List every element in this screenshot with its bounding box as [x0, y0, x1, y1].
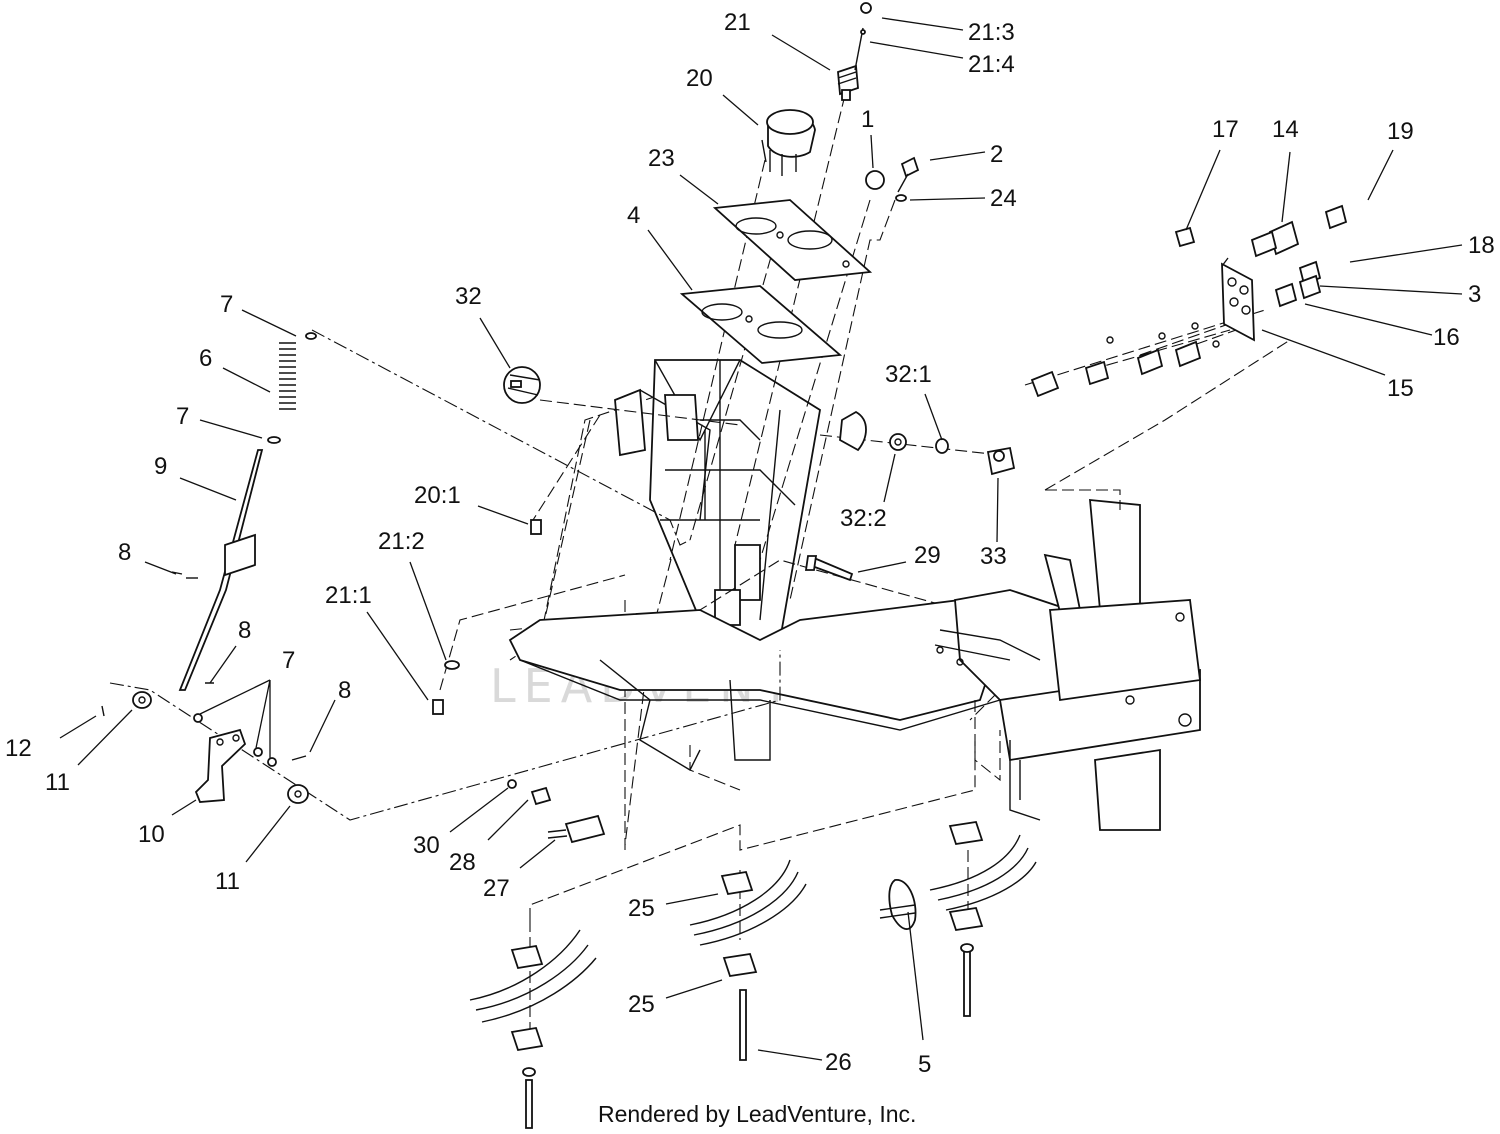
leader-lines: [59, 17, 1463, 1061]
callout-25-top: 25: [628, 895, 655, 922]
callout-21-1: 21:1: [325, 582, 372, 609]
callout-19: 19: [1387, 118, 1414, 145]
callout-11-bottom: 11: [215, 868, 240, 895]
callout-6: 6: [199, 345, 212, 372]
callout-12: 12: [5, 735, 32, 762]
callout-10: 10: [138, 821, 165, 848]
callout-4: 4: [627, 202, 640, 229]
callout-27: 27: [483, 875, 510, 902]
callout-3: 3: [1468, 281, 1481, 308]
callout-30: 30: [413, 832, 440, 859]
callout-8-right: 8: [338, 677, 351, 704]
callout-5: 5: [918, 1051, 931, 1078]
callout-labels: 21 21:3 21:4 20 1 2 23 24 4 32 7 6 7 9 8…: [5, 9, 1495, 1078]
callout-7-mid: 7: [176, 403, 189, 430]
callout-7-bottom: 7: [282, 647, 295, 674]
callout-21-4: 21:4: [968, 51, 1015, 78]
callout-32-2: 32:2: [840, 505, 887, 532]
callout-23: 23: [648, 145, 675, 172]
callout-24: 24: [990, 185, 1017, 212]
callout-28: 28: [449, 849, 476, 876]
callout-20: 20: [686, 65, 713, 92]
callout-32-1: 32:1: [885, 361, 932, 388]
callout-8-mid: 8: [238, 617, 251, 644]
parts: [101, 2, 1348, 1129]
console-frame: [508, 339, 1291, 850]
callout-21-2: 21:2: [378, 528, 425, 555]
callout-16: 16: [1433, 324, 1460, 351]
callout-1: 1: [861, 106, 874, 133]
callout-26: 26: [825, 1049, 852, 1076]
callout-25-bottom: 25: [628, 991, 655, 1018]
callout-14: 14: [1272, 116, 1299, 143]
callout-32: 32: [455, 283, 482, 310]
callout-9: 9: [154, 453, 167, 480]
callout-7-top: 7: [220, 291, 233, 318]
callout-8-left: 8: [118, 539, 131, 566]
callout-33: 33: [980, 543, 1007, 570]
callout-21: 21: [724, 9, 751, 36]
callout-15: 15: [1387, 375, 1414, 402]
callout-18: 18: [1468, 232, 1495, 259]
callout-2: 2: [990, 141, 1003, 168]
callout-17: 17: [1212, 116, 1239, 143]
callout-21-3: 21:3: [968, 19, 1015, 46]
callout-20-1: 20:1: [414, 482, 461, 509]
callout-29: 29: [914, 542, 941, 569]
credit-line: Rendered by LeadVenture, Inc.: [598, 1101, 916, 1127]
callout-11-left: 11: [45, 769, 70, 796]
